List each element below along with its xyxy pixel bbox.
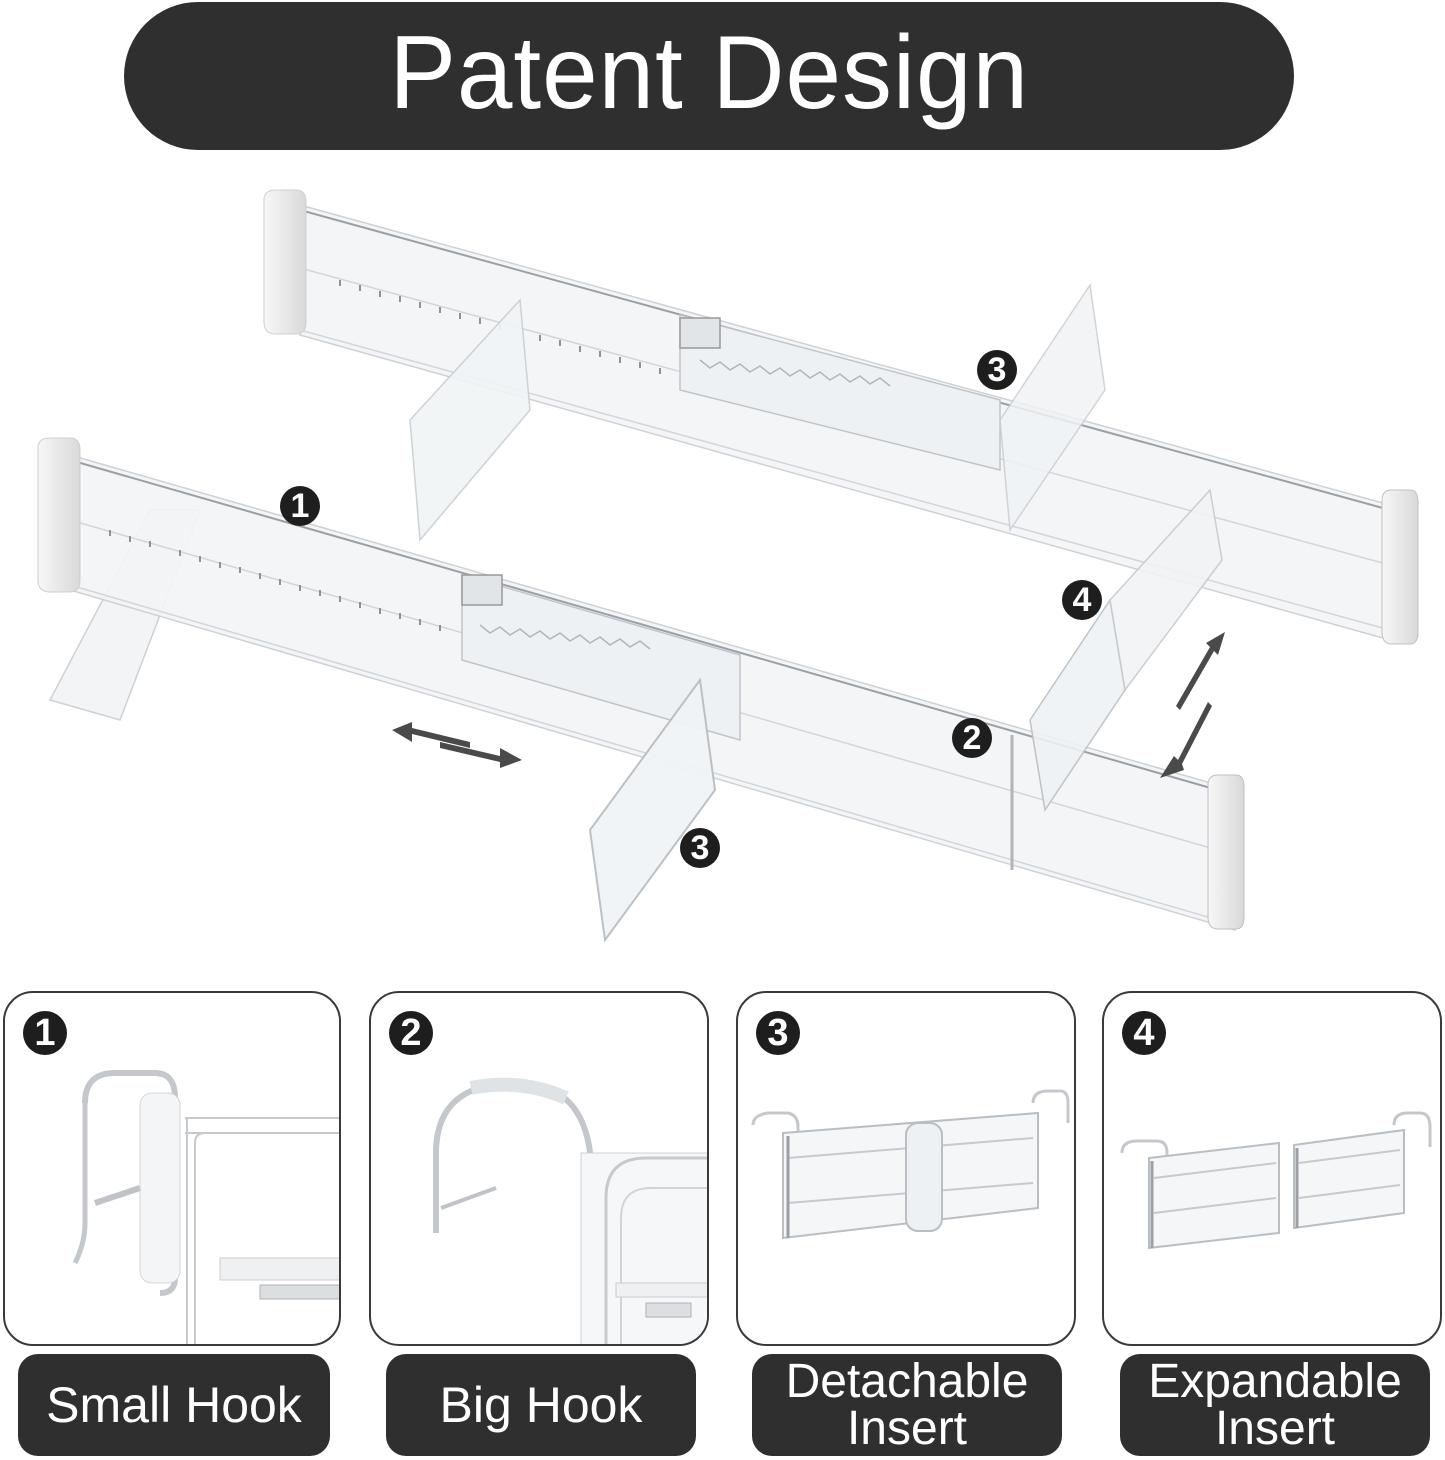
drawer-divider-illustration — [37, 189, 1419, 943]
feature-label-small-hook: Small Hook — [18, 1354, 330, 1456]
marker-2: 2 — [952, 718, 992, 758]
page-title: Patent Design — [389, 15, 1029, 131]
feature-label-detachable-insert: Detachable Insert — [752, 1354, 1062, 1456]
feature-number-badge: 1 — [23, 1011, 67, 1055]
feature-number-badge: 3 — [756, 1011, 800, 1055]
title-banner: Patent Design — [124, 2, 1294, 150]
front-detachable-insert — [588, 677, 717, 943]
back-left-endcap — [263, 189, 307, 335]
feature-card-small-hook: 1 — [3, 991, 341, 1346]
marker-4: 4 — [1062, 580, 1102, 620]
back-right-endcap — [1381, 489, 1419, 645]
marker-3-front: 3 — [680, 828, 720, 868]
small-hook-illustration — [72, 1070, 339, 1344]
marker-3-back: 3 — [977, 350, 1017, 390]
back-cross-insert — [999, 282, 1106, 533]
diagonal-slide-arrow-icon — [1160, 632, 1225, 778]
marker-1: 1 — [280, 486, 320, 526]
product-diagram: 1 2 3 3 4 — [0, 160, 1445, 960]
front-left-endcap — [37, 437, 81, 593]
feature-number-badge: 4 — [1122, 1011, 1166, 1055]
feature-label-big-hook: Big Hook — [386, 1354, 696, 1456]
feature-label-expandable-insert: Expandable Insert — [1120, 1354, 1430, 1456]
front-right-endcap — [1207, 774, 1245, 930]
big-hook-illustration — [433, 1077, 707, 1344]
expandable-insert-illustration — [1120, 1111, 1432, 1250]
detachable-insert-illustration — [751, 1089, 1070, 1240]
left-cross-insert — [409, 298, 531, 542]
horizontal-slide-arrow-icon — [392, 722, 522, 768]
feature-number-badge: 2 — [389, 1011, 433, 1055]
back-divider — [299, 204, 1391, 641]
feature-card-expandable-insert: 4 — [1102, 991, 1442, 1346]
feature-card-big-hook: 2 — [369, 991, 709, 1346]
feature-card-detachable-insert: 3 — [736, 991, 1076, 1346]
